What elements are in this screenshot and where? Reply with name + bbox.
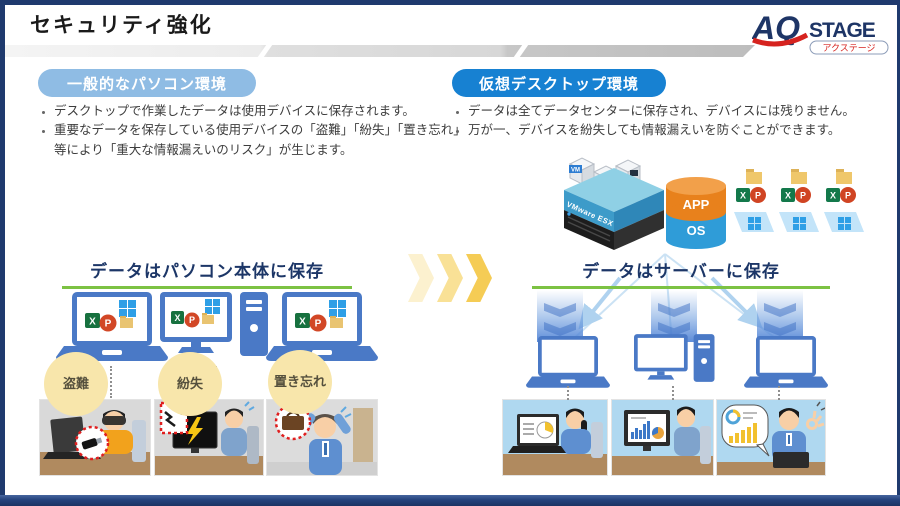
slide-border-top (0, 0, 900, 5)
logo-swoosh (752, 32, 809, 47)
photo-left-behind-scene (266, 399, 378, 476)
dotted-connector (778, 386, 780, 400)
virtual-client-group: X P (734, 169, 774, 232)
photo-theft-scene (39, 399, 151, 476)
stream-chevron-icon (544, 322, 576, 336)
bullet-item: デスクトップで作業したデータは使用デバイスに保存されます。 (54, 102, 474, 121)
badge-virtual-desktop: 仮想デスクトップ環境 (452, 69, 666, 97)
pie-chart-icon (536, 421, 554, 439)
photo-happy-worker-laptop (502, 399, 608, 476)
bullet-item: 重要なデータを保存している使用デバイスの「盗難」「紛失」「置き忘れ」等により「重… (54, 121, 474, 160)
svg-text:APP: APP (683, 197, 710, 212)
risk-circle-theft: 盗難 (44, 352, 108, 416)
thin-client-laptop-icon (744, 336, 828, 395)
vmware-server-illustration: VM VMware ESX (556, 156, 866, 261)
dotted-connector (567, 386, 569, 400)
stream-chevron-icon (764, 303, 796, 317)
windows-icon (119, 300, 136, 317)
excel-icon: X (171, 311, 184, 324)
folder-icon (330, 316, 343, 328)
svg-text:X: X (740, 191, 746, 201)
photo-worker-monitor-charts (611, 399, 714, 476)
dotted-connector (672, 386, 674, 400)
badge-general-pc: 一般的なパソコン環境 (38, 69, 256, 97)
powerpoint-icon: P (184, 312, 200, 328)
aqstage-logo: AQ STAGE アクステージ (751, 7, 890, 60)
windows-icon (793, 217, 806, 230)
windows-icon (205, 299, 220, 314)
laptop-with-data-icon: X P (56, 292, 168, 369)
ok-hand-icon (806, 410, 825, 430)
virtual-client-group: X P (779, 169, 819, 232)
excel-icon: X (85, 313, 100, 328)
logo-stage-text: STAGE (809, 19, 876, 42)
logo-subtitle-frame (809, 40, 889, 55)
windows-icon (838, 217, 851, 230)
stream-chevron-icon (544, 303, 576, 317)
speech-bubble-charts (721, 404, 770, 457)
lightning-icon (187, 417, 203, 445)
right-headline-underline (532, 286, 830, 289)
data-stream (537, 290, 583, 342)
virtual-client-group: X P (824, 169, 864, 232)
powerpoint-icon: P (309, 314, 327, 332)
folder-icon (202, 313, 214, 324)
slide-footer-bar (0, 495, 900, 506)
stream-chevron-icon (764, 322, 796, 336)
left-headline-underline (62, 286, 352, 289)
dotted-connector (110, 366, 112, 398)
data-flow-arrow (578, 276, 622, 330)
desktop-with-data-icon: X P (160, 292, 270, 369)
data-stream (757, 290, 803, 342)
stream-chevron-icon (658, 322, 690, 336)
laptop-icon (773, 452, 809, 468)
svg-text:P: P (845, 191, 851, 201)
right-bullet-list: データは全てデータセンターに保存され、デバイスには残りません。 万が一、デバイス… (450, 102, 900, 141)
windows-icon (748, 217, 761, 230)
stream-chevron-icon (658, 303, 690, 317)
pie-chart-icon (651, 426, 664, 439)
right-headline: データはサーバーに保存 (582, 262, 780, 281)
svg-text:X: X (830, 191, 836, 201)
data-flow-arrow (710, 276, 763, 329)
risk-circle-left-behind: 置き忘れ (268, 350, 332, 414)
svg-text:X: X (89, 317, 96, 328)
folder-icon (120, 316, 133, 328)
slide-border-right (897, 0, 900, 506)
app-os-cylinder-icon: APP OS (666, 177, 726, 249)
bar-chart-icon (631, 421, 650, 439)
flow-chevron-arrows (408, 254, 492, 302)
photo-ok-sign-presenter (716, 399, 826, 476)
svg-text:P: P (189, 315, 195, 325)
left-headline: データはパソコン本体に保存 (90, 262, 324, 281)
data-stream (651, 290, 697, 342)
flow-chevron-icon (408, 254, 434, 302)
header-band (5, 45, 755, 57)
windows-icon (329, 300, 346, 317)
svg-text:X: X (785, 191, 791, 201)
svg-text:X: X (299, 317, 306, 328)
excel-icon: X (295, 313, 310, 328)
page-title: セキュリティ強化 (30, 14, 213, 37)
svg-text:P: P (800, 191, 806, 201)
svg-text:OS: OS (687, 223, 706, 238)
svg-text:P: P (315, 319, 322, 330)
svg-text:P: P (105, 319, 112, 330)
laptop-with-data-icon: X P (266, 292, 378, 369)
bullet-item: データは全てデータセンターに保存され、デバイスには残りません。 (468, 102, 900, 121)
server-chassis (564, 210, 614, 250)
usb-drive-icon (81, 437, 103, 450)
svg-text:VM: VM (571, 168, 580, 174)
logo-subtitle-text: アクステージ (822, 43, 875, 53)
thin-client-desktop-icon (634, 334, 716, 393)
svg-text:X: X (174, 313, 180, 323)
powerpoint-icon: P (99, 314, 117, 332)
svg-text:P: P (755, 191, 761, 201)
bullet-item: 万が一、デバイスを紛失しても情報漏えいを防ぐことができます。 (468, 121, 900, 140)
photo-data-loss-scene (154, 399, 264, 476)
slide-border-left (0, 0, 5, 506)
left-bullet-list: デスクトップで作業したデータは使用デバイスに保存されます。 重要なデータを保存し… (36, 102, 474, 160)
risk-circle-loss: 紛失 (158, 352, 222, 416)
thin-client-laptop-icon (526, 336, 610, 395)
